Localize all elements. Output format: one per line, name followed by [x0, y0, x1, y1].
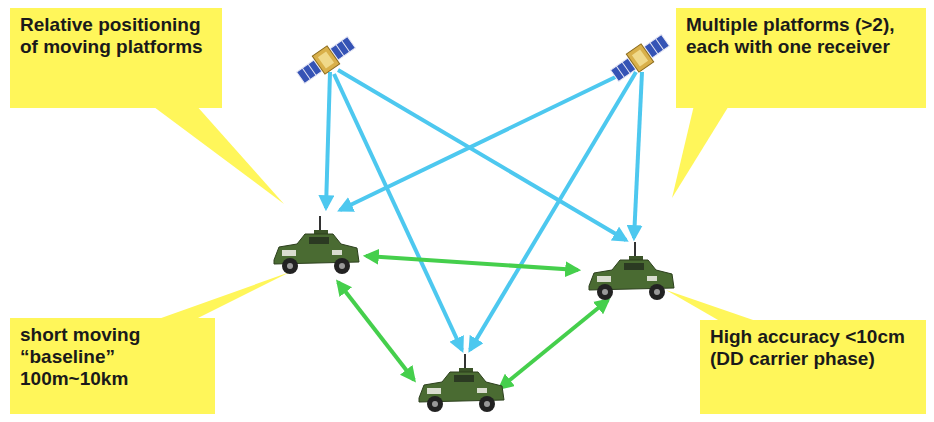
callout-text: Relative positioning of moving platforms: [20, 14, 212, 58]
callout-tail: [150, 272, 290, 322]
vehicle: [589, 242, 674, 300]
vehicle: [419, 354, 504, 412]
callout-tail: [150, 104, 284, 204]
signal-arrows: [326, 70, 642, 350]
callout-box: High accuracy <10cm (DD carrier phase): [700, 320, 926, 414]
callout-box: Multiple platforms (>2), each with one r…: [676, 8, 926, 108]
callout-text: short moving “baseline” 100m~10km: [20, 324, 205, 390]
vehicle: [274, 216, 359, 274]
callout-box: Relative positioning of moving platforms: [10, 8, 222, 108]
callout-text: Multiple platforms (>2), each with one r…: [686, 14, 916, 58]
callout-box: short moving “baseline” 100m~10km: [10, 318, 215, 414]
callout-text: High accuracy <10cm (DD carrier phase): [710, 326, 916, 370]
callout-tail: [666, 290, 765, 324]
satellite: [294, 33, 357, 87]
satellite: [608, 31, 671, 85]
